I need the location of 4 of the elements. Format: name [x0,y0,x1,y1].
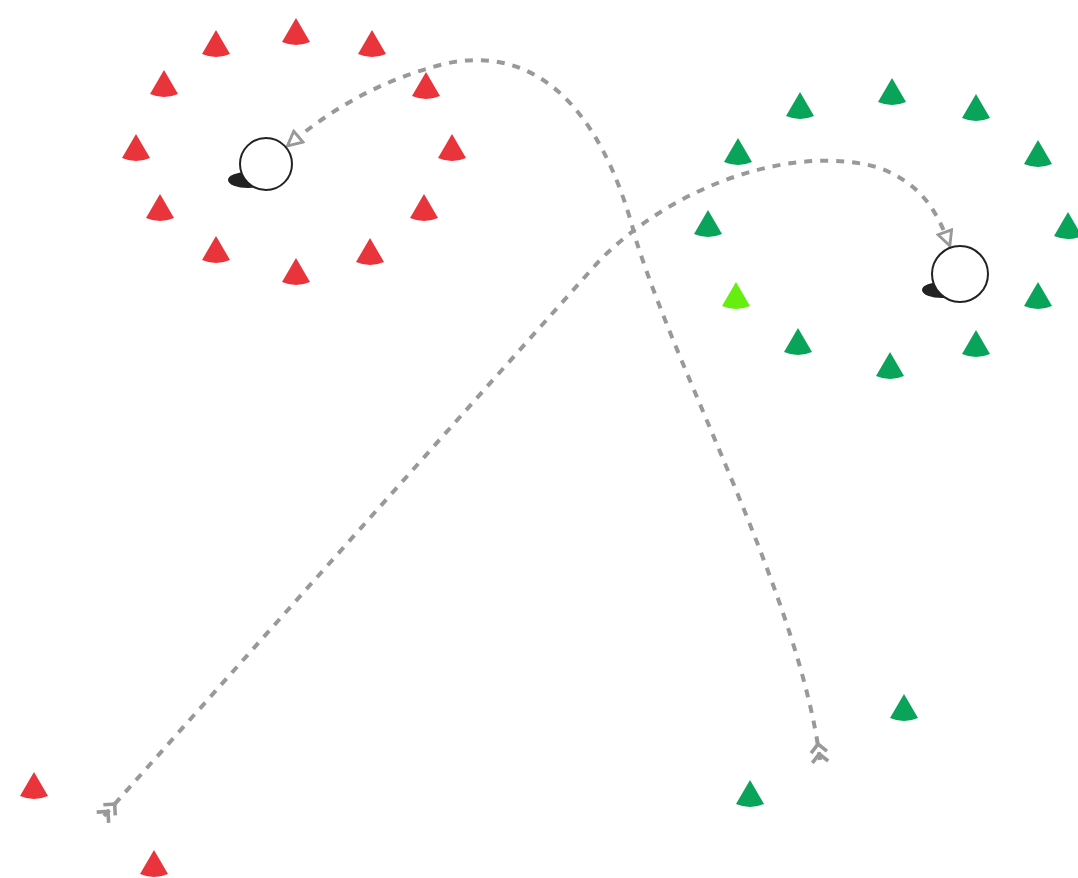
ball-icon [922,245,989,303]
ball-icon [228,137,293,191]
run-path-arrow [285,58,830,766]
run-path-arrow [94,158,953,825]
